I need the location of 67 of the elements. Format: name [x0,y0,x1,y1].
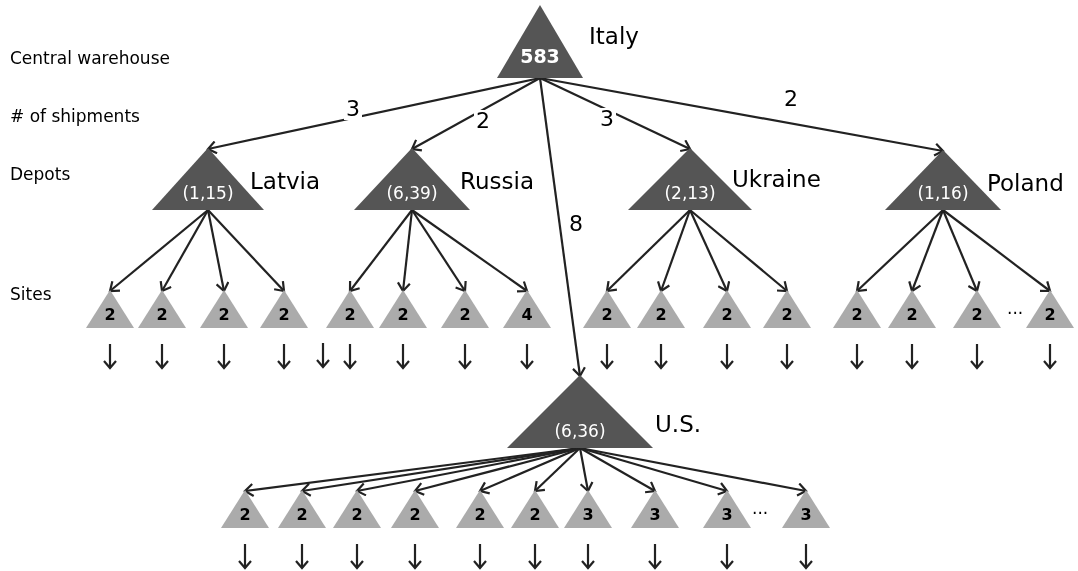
arrow [578,447,594,493]
ellipsis: ... [1007,300,1024,317]
arrow [689,209,731,293]
country-label: Latvia [250,170,321,193]
node-value: 2 [239,507,251,523]
country-label: Italy [589,25,639,48]
arrow [207,209,286,293]
node-value: 2 [218,307,230,323]
arrow [538,77,586,378]
arrow [348,209,413,293]
node-value: 2 [529,507,541,523]
arrow [411,209,529,293]
arrow [108,209,209,293]
row-label: # of shipments [10,108,140,125]
node-value: (2,13) [664,185,716,202]
node-value: 2 [278,307,290,323]
node-value: (6,39) [386,185,438,202]
node-value: 2 [459,307,471,323]
arrow [908,209,945,293]
arrow [411,209,467,293]
arrow [942,209,981,293]
arrow [605,209,691,293]
node-value: 2 [655,307,667,323]
node-value: 2 [296,507,308,523]
node-value: 2 [1044,307,1056,323]
node-value: 2 [397,307,409,323]
row-label: Central warehouse [10,50,170,67]
node-value: 3 [582,507,594,523]
row-label: Depots [10,166,71,183]
node-value: 2 [409,507,421,523]
arrow [533,447,581,493]
node-value: (1,16) [917,185,969,202]
arrow [159,209,209,293]
arrow [579,447,657,494]
node-value: 2 [351,507,363,523]
arrow [396,209,414,293]
country-label: U.S. [655,413,702,436]
row-label: Sites [10,286,52,303]
node-value: 2 [971,307,983,323]
node-value: 3 [649,507,661,523]
node-value: (6,36) [554,423,606,440]
node-value: 2 [906,307,918,323]
country-label: Ukraine [732,168,821,191]
node-value: 2 [156,307,168,323]
arrow [855,209,944,293]
arrow [689,209,789,293]
node-value: 2 [781,307,793,323]
node-value: 2 [344,307,356,323]
node-value: 2 [601,307,613,323]
edge-label: 3 [344,98,362,120]
arrow [410,77,541,152]
country-label: Russia [460,170,534,193]
node-value: 2 [721,307,733,323]
node-value: 3 [721,507,733,523]
node-value: 583 [520,47,560,66]
arrow [539,77,692,153]
node-value: 4 [521,307,533,323]
node-value: (1,15) [182,185,234,202]
arrow [942,209,1052,293]
node-value: 2 [851,307,863,323]
ellipsis: ... [752,500,769,517]
node-value: 2 [474,507,486,523]
node-value: 3 [800,507,812,523]
country-label: Poland [987,172,1064,195]
arrow [656,209,692,293]
arrow [206,209,230,293]
node-value: 2 [104,307,116,323]
